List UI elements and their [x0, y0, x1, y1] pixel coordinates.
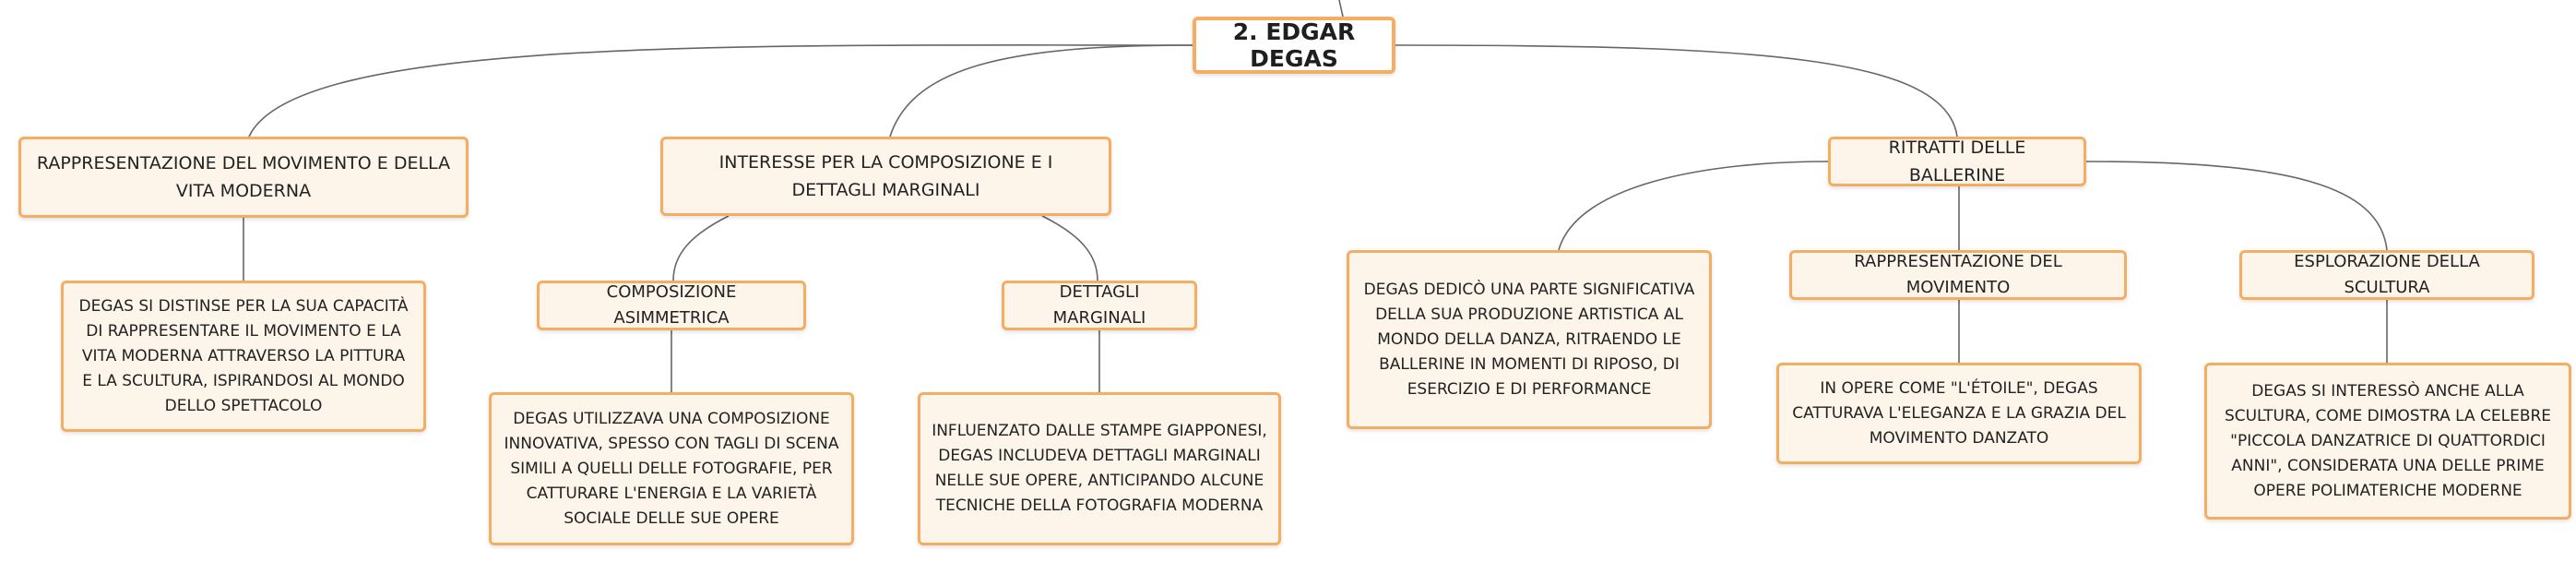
node-text: DEGAS SI INTERESSÒ ANCHE ALLA SCULTURA, … — [2224, 381, 2552, 500]
node-rappresentazione-detail[interactable]: DEGAS SI DISTINSE PER LA SUA CAPACITÀ DI… — [61, 281, 426, 432]
connector-interesse-dettagli — [1041, 215, 1098, 281]
node-label: DETTAGLI MARGINALI — [1052, 282, 1146, 328]
node-label: RAPPRESENTAZIONE DEL MOVIMENTO — [1854, 252, 2062, 297]
node-text: DEGAS UTILIZZAVA UNA COMPOSIZIONE INNOVA… — [504, 409, 839, 528]
node-label: RAPPRESENTAZIONE DEL MOVIMENTO E DELLA V… — [36, 153, 451, 201]
connector-root-interesse — [889, 44, 1193, 138]
node-text: IN OPERE COME "L'ÉTOILE", DEGAS CATTURAV… — [1792, 378, 2126, 448]
root-node[interactable]: 2. EDGAR DEGAS — [1193, 17, 1395, 74]
node-composizione-detail[interactable]: DEGAS UTILIZZAVA UNA COMPOSIZIONE INNOVA… — [489, 392, 854, 545]
connector-root-up — [1338, 0, 1344, 18]
node-rappresentazione-movimento[interactable]: RAPPRESENTAZIONE DEL MOVIMENTO — [1789, 250, 2127, 300]
node-label: RITRATTI DELLE BALLERINE — [1888, 138, 2026, 185]
node-ritratti-ballerine[interactable]: RITRATTI DELLE BALLERINE — [1828, 137, 2086, 186]
node-label: COMPOSIZIONE ASIMMETRICA — [606, 282, 737, 328]
node-text: DEGAS SI DISTINSE PER LA SUA CAPACITÀ DI… — [78, 296, 409, 415]
node-text: DEGAS DEDICÒ UNA PARTE SIGNIFICATIVA DEL… — [1363, 280, 1695, 399]
connector-root-rappresentazione — [248, 44, 1193, 138]
node-label: INTERESSE PER LA COMPOSIZIONE E I DETTAG… — [718, 152, 1053, 200]
root-label: 2. EDGAR DEGAS — [1232, 18, 1356, 72]
node-dettagli-detail[interactable]: INFLUENZATO DALLE STAMPE GIAPPONESI, DEG… — [918, 392, 1281, 545]
connector-interesse-composizione — [672, 215, 730, 281]
node-movimento-detail[interactable]: IN OPERE COME "L'ÉTOILE", DEGAS CATTURAV… — [1776, 363, 2142, 464]
connector-root-ritratti — [1395, 44, 1958, 138]
node-label: ESPLORAZIONE DELLA SCULTURA — [2294, 252, 2480, 297]
node-dettagli-marginali[interactable]: DETTAGLI MARGINALI — [1002, 281, 1197, 330]
node-composizione-asimmetrica[interactable]: COMPOSIZIONE ASIMMETRICA — [537, 281, 806, 330]
connector-ritratti-detail — [1558, 161, 1829, 251]
node-ritratti-detail[interactable]: DEGAS DEDICÒ UNA PARTE SIGNIFICATIVA DEL… — [1347, 250, 1712, 429]
node-rappresentazione-movimento-vita-moderna[interactable]: RAPPRESENTAZIONE DEL MOVIMENTO E DELLA V… — [18, 137, 469, 218]
node-esplorazione-scultura[interactable]: ESPLORAZIONE DELLA SCULTURA — [2239, 250, 2534, 300]
node-interesse-composizione-dettagli[interactable]: INTERESSE PER LA COMPOSIZIONE E I DETTAG… — [660, 137, 1111, 216]
connector-ritratti-scultura — [2085, 161, 2388, 251]
node-text: INFLUENZATO DALLE STAMPE GIAPPONESI, DEG… — [932, 422, 1267, 515]
node-scultura-detail[interactable]: DEGAS SI INTERESSÒ ANCHE ALLA SCULTURA, … — [2204, 363, 2571, 520]
